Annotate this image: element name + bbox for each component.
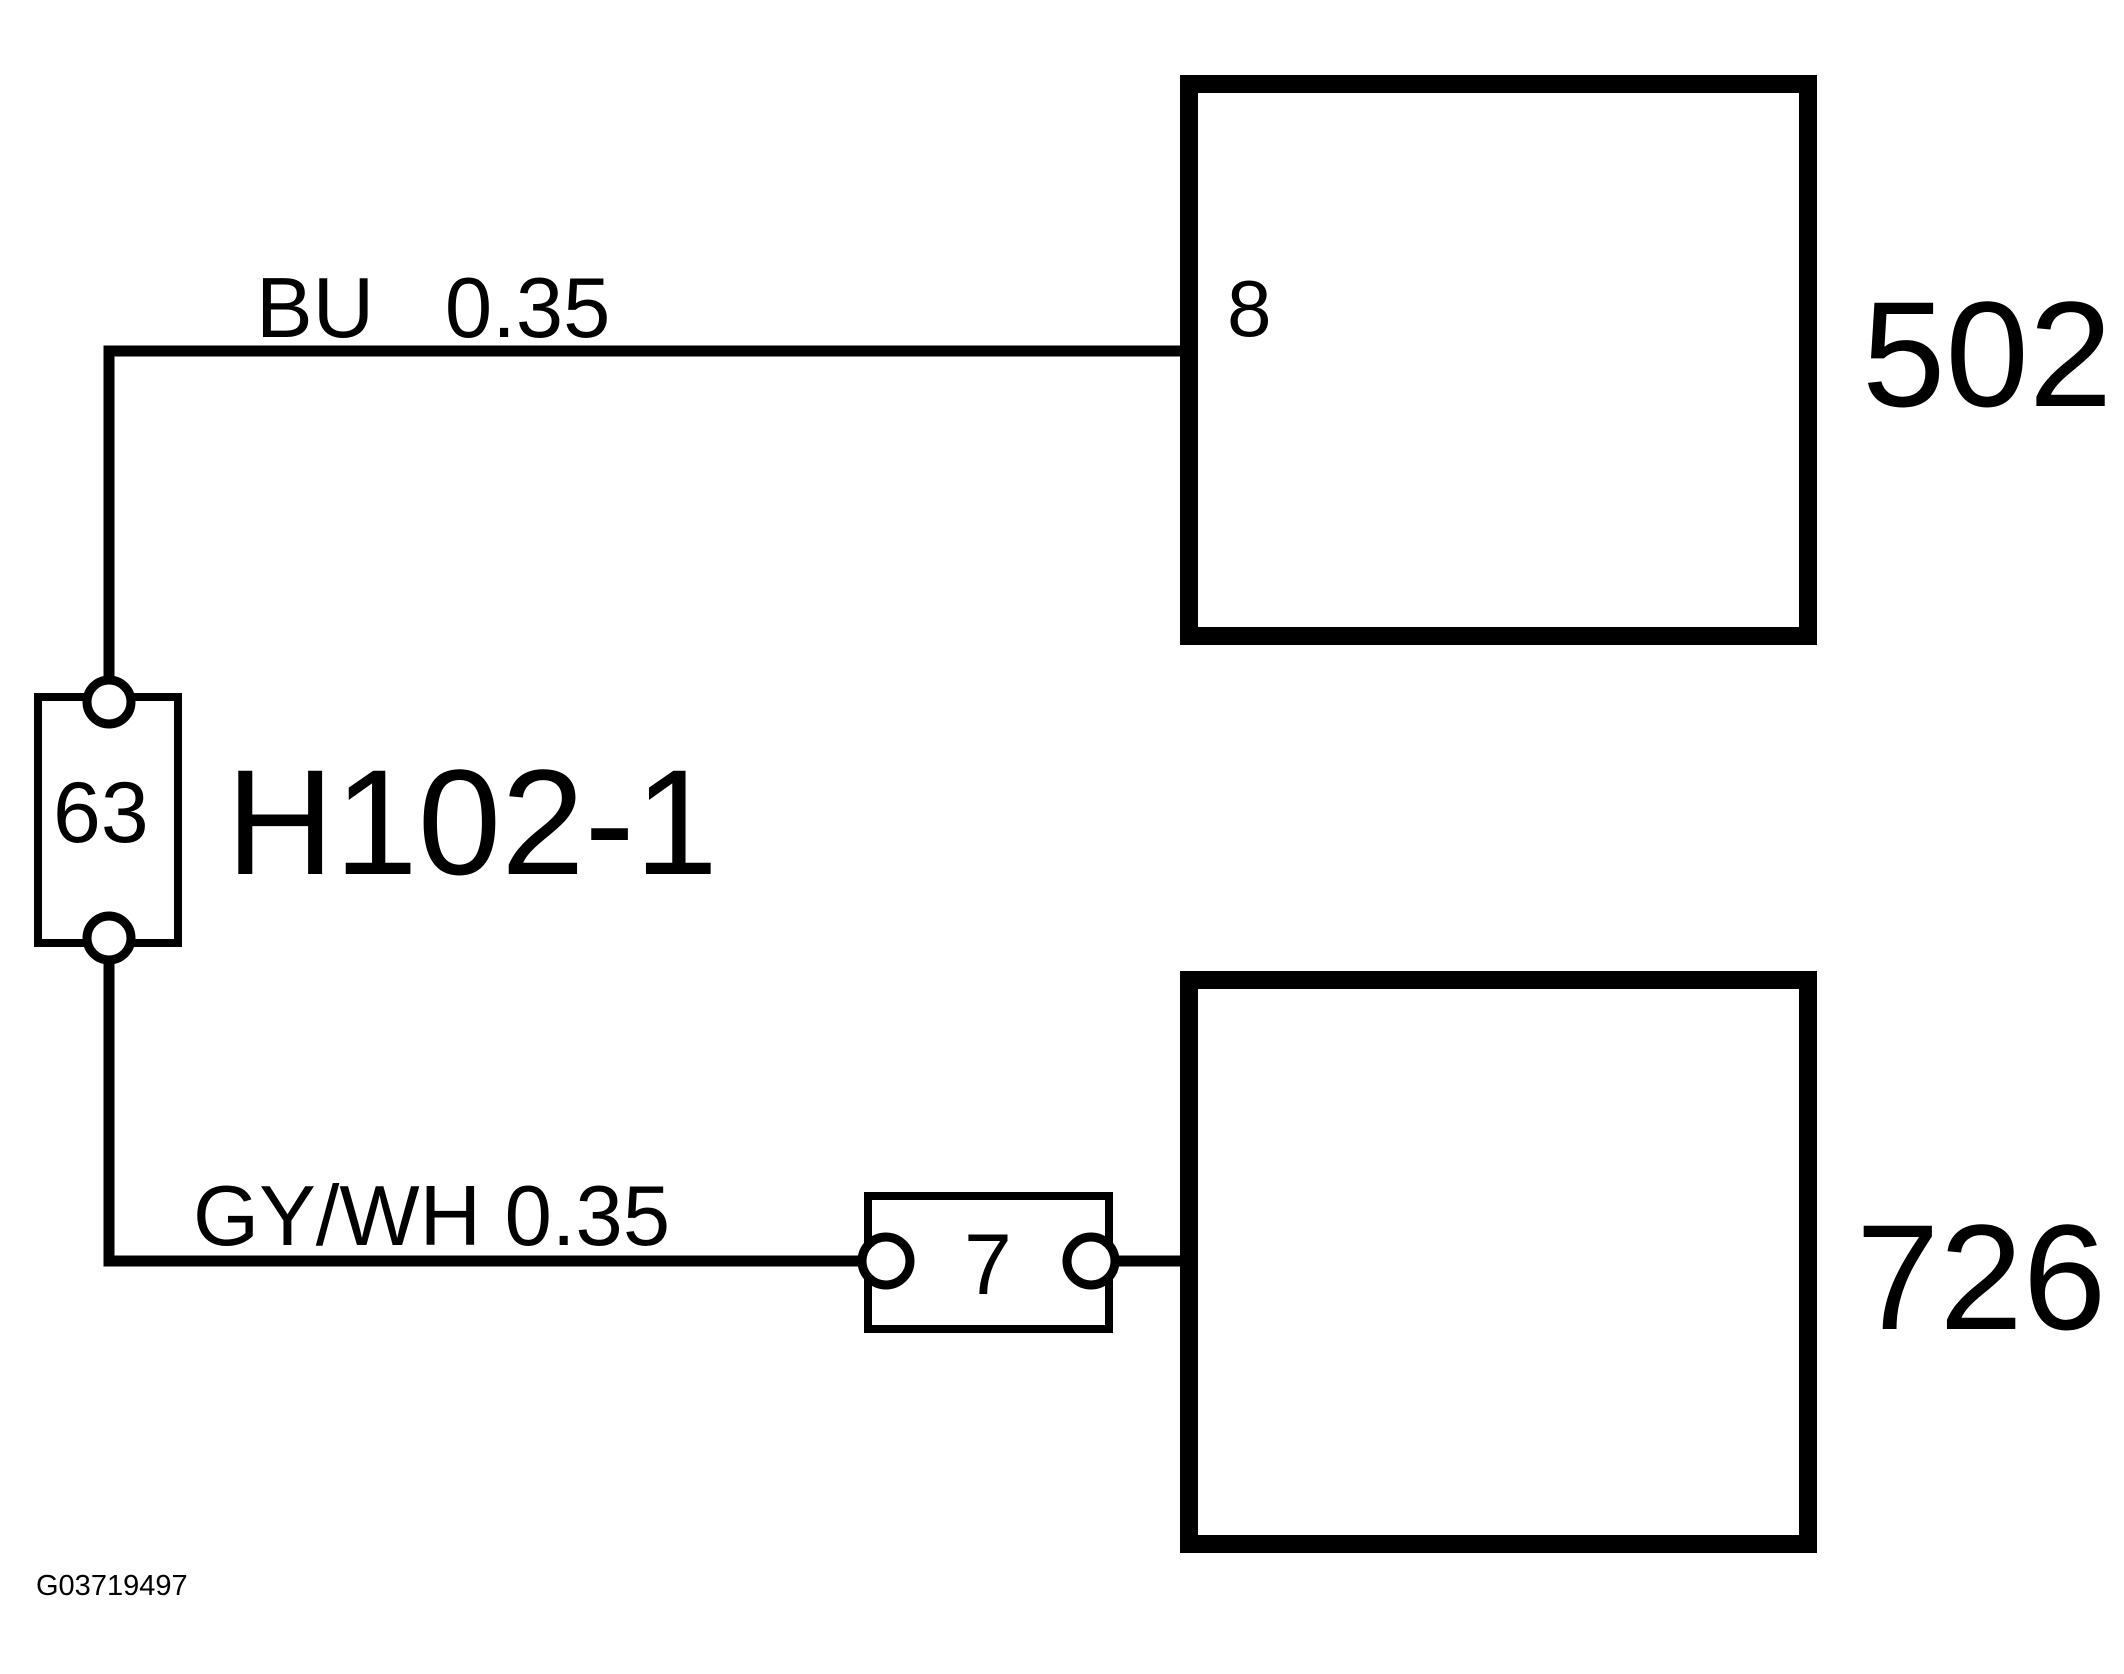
- connector-7-terminal-left[interactable]: [857, 1232, 915, 1290]
- module-502-pin-number-8: 8: [1227, 264, 1272, 353]
- module-number-726: 726: [1856, 1193, 2107, 1361]
- connector-h102-1-terminal-top[interactable]: [82, 675, 136, 729]
- module-box-502[interactable]: [1180, 75, 1817, 645]
- wire-label-bottom: GY/WH 0.35: [193, 1169, 671, 1264]
- connector-7-terminal-right[interactable]: [1062, 1232, 1120, 1290]
- wire-label-top: BU 0.35: [256, 261, 611, 356]
- module-box-726[interactable]: [1180, 971, 1817, 1553]
- drawing-id-label: G03719497: [36, 1570, 188, 1602]
- connector-cavity-number-63: 63: [53, 765, 149, 861]
- connector-cavity-number-7: 7: [964, 1217, 1012, 1313]
- wire-bu-0-35: [103, 345, 1180, 697]
- connector-name-label: H102-1: [226, 738, 718, 906]
- module-number-502: 502: [1862, 270, 2113, 438]
- connector-h102-1-terminal-bottom[interactable]: [82, 911, 136, 965]
- wire-gy-wh-0-35: [103, 943, 869, 1267]
